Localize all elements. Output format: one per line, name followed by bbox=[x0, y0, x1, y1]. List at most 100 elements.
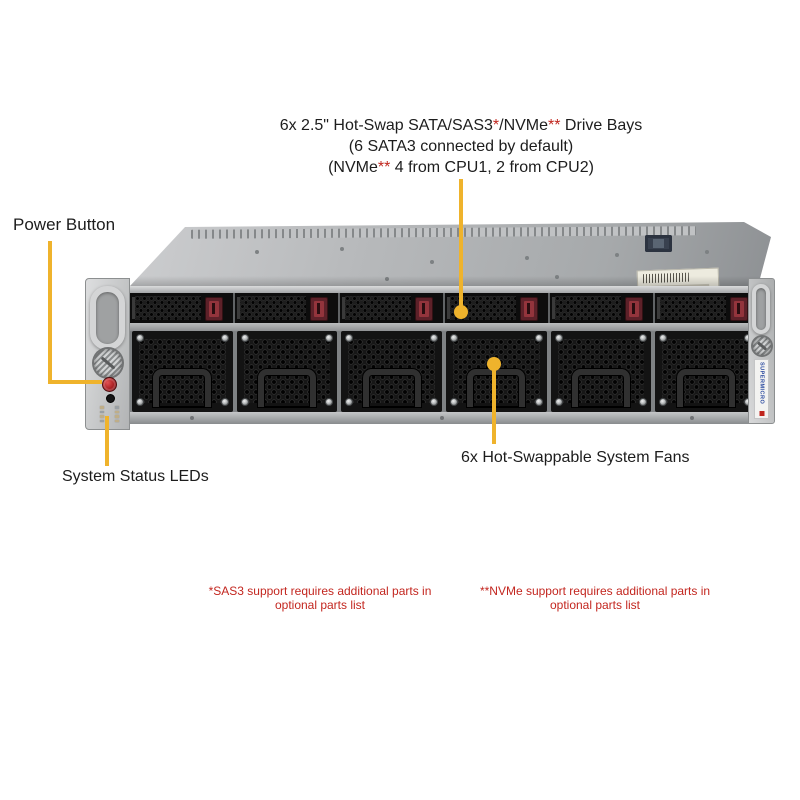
status-led bbox=[115, 419, 119, 422]
callout-text-segment: 6x 2.5" Hot-Swap SATA/SAS3 bbox=[279, 117, 493, 134]
lid-screw bbox=[340, 247, 344, 251]
drive-bay-latch bbox=[205, 297, 223, 321]
status-leds-label: System Status LEDs bbox=[62, 468, 209, 485]
screw bbox=[431, 399, 438, 405]
screw bbox=[640, 335, 647, 341]
ear-handle bbox=[752, 284, 770, 334]
ear-handle bbox=[90, 286, 125, 350]
front-bezel-strip bbox=[130, 286, 758, 293]
fan-handle bbox=[676, 369, 735, 407]
screw bbox=[241, 335, 248, 341]
fan-row bbox=[130, 331, 758, 412]
logo-badge bbox=[645, 235, 672, 252]
asterisk: * bbox=[492, 117, 500, 134]
rail-screw bbox=[190, 416, 194, 420]
status-led bbox=[115, 410, 119, 413]
fan-module bbox=[655, 331, 757, 412]
screw bbox=[535, 335, 542, 341]
bay-lever bbox=[342, 297, 345, 319]
drive-bays-callout-dot bbox=[454, 305, 468, 319]
screw bbox=[555, 335, 562, 341]
screw bbox=[137, 335, 143, 341]
bay-lever bbox=[552, 297, 555, 319]
fan-module bbox=[132, 331, 233, 412]
drive-bays-callout-line2: (6 SATA3 connected by default) bbox=[348, 138, 574, 155]
status-led-panel bbox=[98, 405, 119, 422]
bay-mesh bbox=[240, 296, 306, 320]
thumbscrew bbox=[753, 337, 771, 355]
vent-slits bbox=[190, 226, 697, 239]
fan-handle bbox=[258, 369, 316, 407]
drive-bay bbox=[550, 293, 653, 323]
lid-screw bbox=[385, 277, 389, 281]
lid-screw bbox=[555, 275, 559, 279]
status-led bbox=[100, 415, 104, 418]
screw bbox=[241, 399, 248, 405]
drive-bay-latch bbox=[730, 297, 748, 321]
drive-bays-callout-text: 6x 2.5" Hot-Swap SATA/SAS3*/NVMe** Drive… bbox=[250, 115, 672, 178]
screw bbox=[326, 335, 333, 341]
drive-bay bbox=[130, 293, 233, 323]
reset-button bbox=[106, 394, 115, 403]
bottom-rail bbox=[130, 412, 758, 424]
bay-mesh bbox=[660, 296, 726, 320]
fans-callout-line bbox=[492, 369, 496, 444]
drive-bay bbox=[655, 293, 758, 323]
screw bbox=[221, 335, 228, 341]
fan-handle bbox=[362, 369, 421, 407]
footnote-nvme: **NVMe support requires additional parts… bbox=[455, 584, 735, 612]
power-button-label: Power Button bbox=[13, 215, 116, 234]
drive-bays-callout-line3: (NVMe** 4 from CPU1, 2 from CPU2) bbox=[250, 157, 672, 178]
bay-mesh bbox=[135, 296, 201, 320]
lid-screw bbox=[705, 250, 709, 254]
drive-bay-latch bbox=[625, 297, 643, 321]
bay-mesh bbox=[555, 296, 621, 320]
footnote-sas3-line2: optional parts list bbox=[274, 598, 366, 612]
screw bbox=[660, 335, 667, 341]
screw bbox=[221, 399, 228, 405]
footnote-nvme-line2: optional parts list bbox=[549, 598, 641, 612]
screw bbox=[555, 399, 562, 405]
lid-screw bbox=[255, 250, 259, 254]
callout-text-segment: Drive Bays bbox=[560, 117, 643, 134]
status-led bbox=[115, 415, 119, 418]
rack-ear-right: SUPERMICRO bbox=[748, 278, 775, 424]
chassis-top bbox=[130, 222, 771, 286]
drive-bay bbox=[340, 293, 443, 323]
supermicro-logo: SUPERMICRO bbox=[754, 359, 769, 419]
footnote-sas3-line1: *SAS3 support requires additional parts … bbox=[208, 584, 432, 598]
fan-module bbox=[341, 331, 443, 412]
callout-text-segment: 4 from CPU1, 2 from CPU2) bbox=[390, 159, 594, 176]
footnote-nvme-line1: **NVMe support requires additional parts… bbox=[479, 584, 711, 598]
fan-module bbox=[236, 331, 338, 412]
drive-bays-callout-line1: 6x 2.5" Hot-Swap SATA/SAS3*/NVMe** Drive… bbox=[250, 115, 672, 136]
screw bbox=[431, 335, 438, 341]
lid-screw bbox=[430, 260, 434, 264]
rail-screw bbox=[440, 416, 444, 420]
thumbscrew bbox=[94, 349, 122, 377]
screw bbox=[137, 399, 143, 405]
bay-lever bbox=[657, 297, 660, 319]
screw bbox=[346, 399, 353, 405]
drive-bay-latch bbox=[310, 297, 328, 321]
status-led bbox=[115, 406, 119, 409]
screw bbox=[346, 335, 353, 341]
status-led bbox=[100, 419, 104, 422]
drive-bays-callout-line bbox=[459, 179, 463, 310]
server-chassis: SUPERMICRO bbox=[85, 220, 775, 435]
footnote-sas3: *SAS3 support requires additional parts … bbox=[180, 584, 460, 612]
status-led bbox=[100, 406, 104, 409]
bay-lever bbox=[132, 297, 135, 319]
fans-callout-dot bbox=[487, 357, 501, 371]
screw bbox=[451, 399, 458, 405]
screw bbox=[640, 399, 647, 405]
fans-label: 6x Hot-Swappable System Fans bbox=[461, 449, 690, 466]
bay-lever bbox=[237, 297, 240, 319]
fan-module bbox=[446, 331, 547, 412]
fan-handle bbox=[572, 369, 631, 407]
screw bbox=[535, 399, 542, 405]
callout-text-segment: (NVMe bbox=[328, 159, 378, 176]
bay-lever bbox=[447, 297, 450, 319]
drive-bay-row bbox=[130, 293, 758, 323]
